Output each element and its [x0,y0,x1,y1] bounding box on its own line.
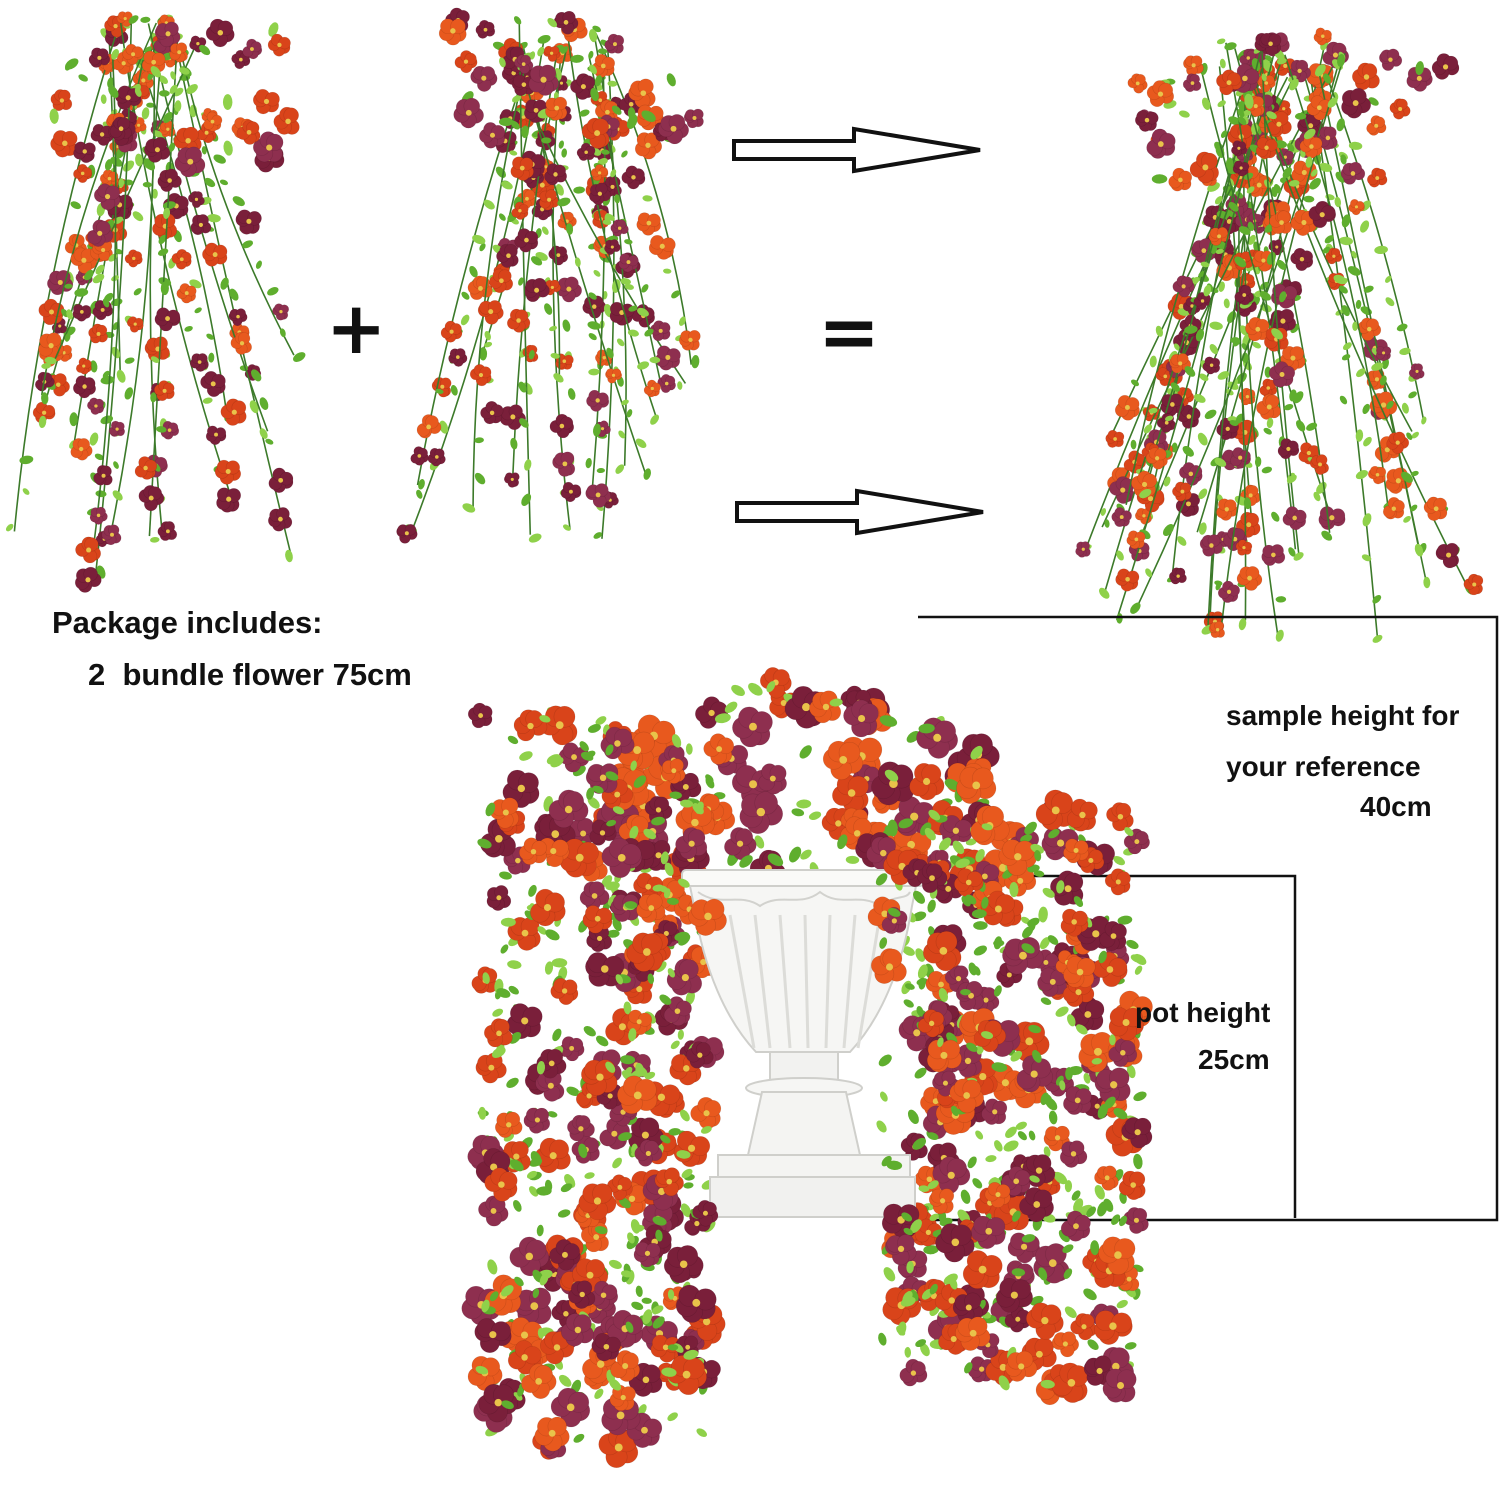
urn-pot [681,869,925,1218]
arrow-right-icon-bottom [735,488,984,536]
pot-height-value: 25cm [1198,1044,1270,1075]
cascade-front [605,849,1011,1396]
flower-bundle-1 [5,11,306,593]
flower-bundle-2 [396,7,704,544]
equals-sign: = [818,289,881,375]
combined-flower-bundle [1075,27,1484,643]
reference-height-label-line1: sample height for [1226,700,1460,731]
arrow-right-icon-top [732,126,981,174]
potted-arrangement [461,667,1153,1469]
pot-height-label: pot height [1135,997,1271,1028]
reference-height-label-line2: your reference [1226,751,1421,782]
cascade-back [461,667,1153,1469]
package-heading: Package includes: [52,605,323,640]
package-item: 2 bundle flower 75cm [88,657,412,692]
reference-height-value: 40cm [1360,791,1432,822]
plus-sign: + [326,286,387,370]
